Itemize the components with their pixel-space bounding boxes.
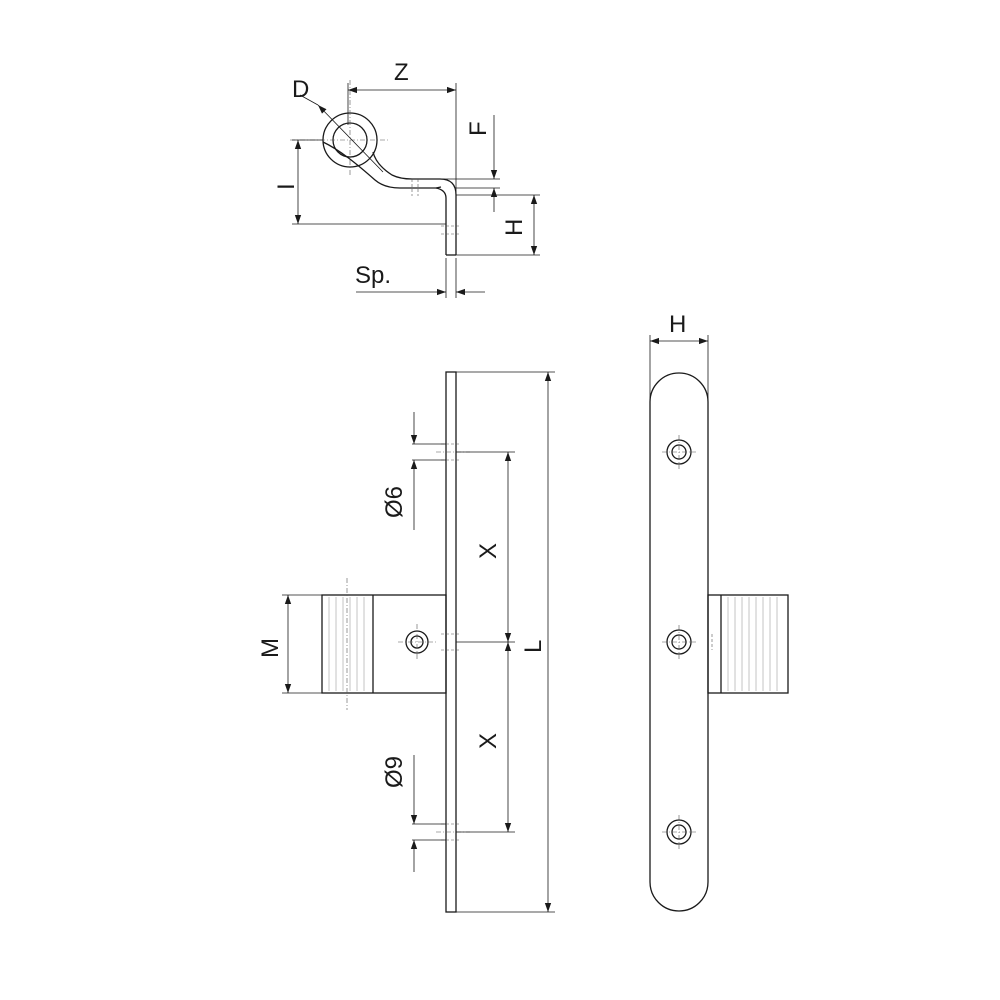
dim-l-label: L: [520, 640, 547, 653]
dim-sp-label: Sp.: [355, 262, 391, 289]
dim-i-label: I: [273, 183, 300, 190]
shank-outer-edge: [322, 141, 442, 189]
dim-x-upper-label: X: [475, 543, 502, 559]
dim-d-label: D: [292, 76, 309, 103]
dim-d-leader: [299, 94, 319, 106]
hook-block: [321, 594, 447, 694]
shank-inner-edge: [372, 151, 440, 180]
plan-view: H: [649, 311, 789, 912]
plan-hook-hatching: [727, 597, 778, 691]
dim-x-lower-label: X: [475, 733, 502, 749]
dim-m-label: M: [257, 638, 284, 658]
edge-view: Ø6 X X L M Ø9: [257, 371, 555, 913]
side-view: D Z I F H Sp.: [273, 59, 540, 298]
dim-d9-label: Ø9: [381, 756, 408, 788]
plate-bend-inner: [435, 187, 447, 199]
plan-hook-block: [707, 594, 789, 694]
plate-outline: [649, 372, 709, 912]
plate-edge: [445, 371, 457, 913]
eye-diameter-leader: [317, 104, 384, 173]
dim-d6-label: Ø6: [381, 486, 408, 518]
hook-hatching: [328, 597, 365, 691]
dim-f-label: F: [465, 121, 492, 136]
dim-h-top-label: H: [669, 311, 686, 338]
dim-h-side-label: H: [501, 219, 528, 236]
plate-bend: [439, 178, 457, 196]
dim-z-label: Z: [394, 59, 409, 86]
